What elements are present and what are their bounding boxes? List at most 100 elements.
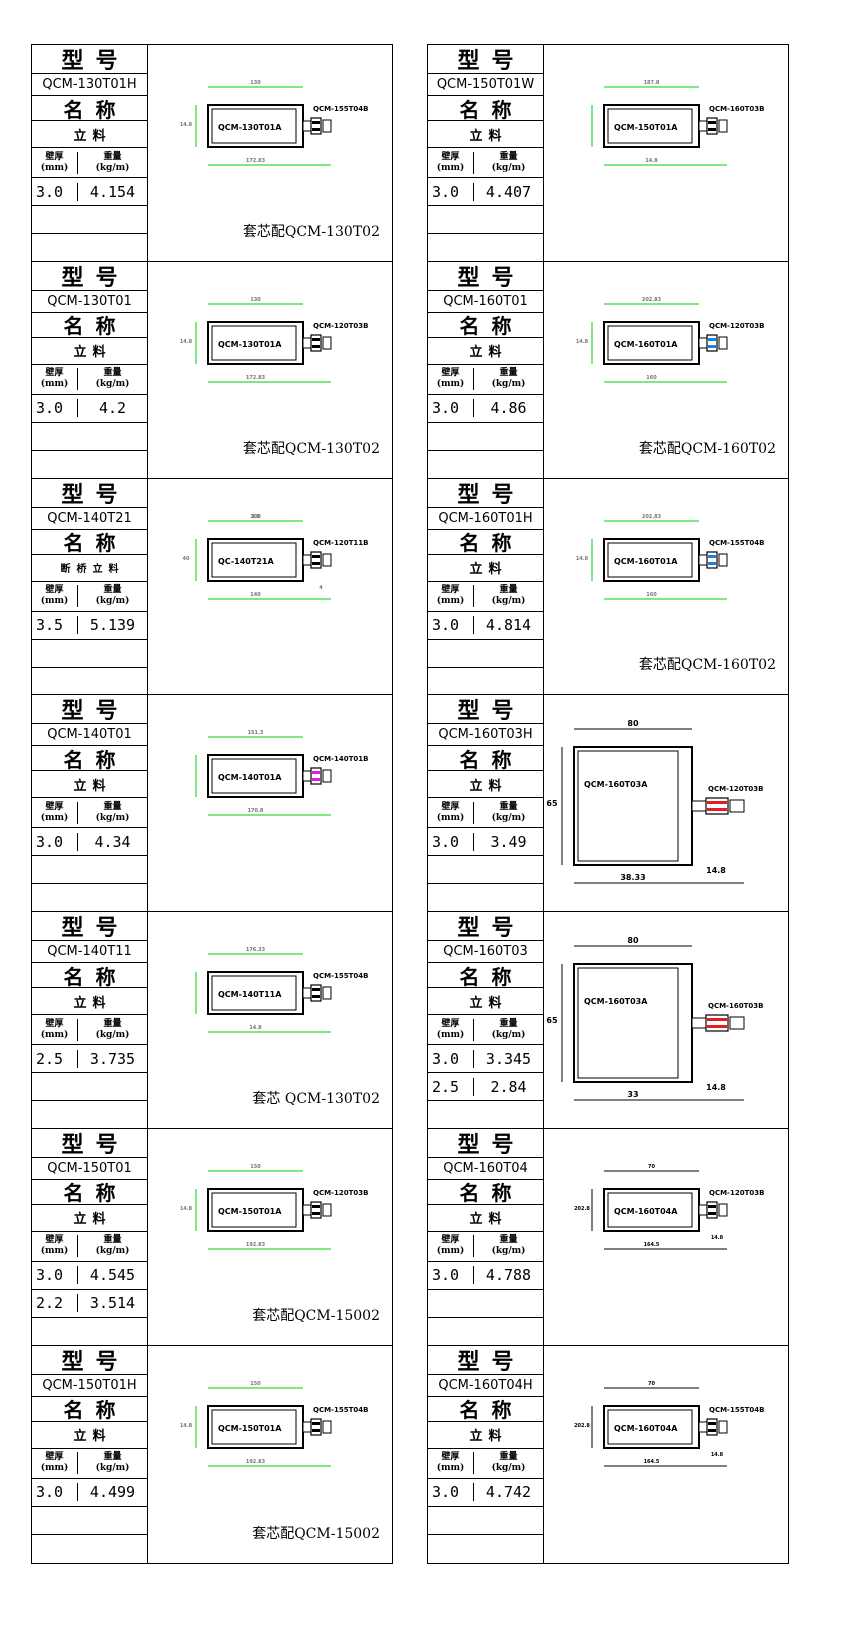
- name-heading: 名称: [428, 313, 543, 338]
- insert-strip-top: [707, 1018, 727, 1022]
- insert-part-label: QCM-155T04B: [709, 539, 764, 547]
- weight-label: 重量: [499, 151, 518, 162]
- model-heading: 型号: [32, 45, 147, 74]
- insert-box: [322, 553, 332, 567]
- model-number: QCM-150T01: [32, 1158, 147, 1180]
- blank-row: [32, 1535, 147, 1562]
- insert-strip-top: [708, 1421, 716, 1425]
- insert-box: [322, 336, 332, 350]
- insert-strip-top: [708, 337, 716, 341]
- blank-row: [428, 856, 543, 885]
- dimension-label: 65: [546, 799, 558, 808]
- weight-value: 4.545: [89, 1266, 136, 1285]
- model-heading: 型号: [428, 1346, 543, 1375]
- insert-body: [310, 334, 322, 352]
- wall-thickness-value: 3.0: [32, 399, 78, 418]
- wall-thickness-header: 壁厚 (mm): [428, 1018, 474, 1041]
- blank-row: [428, 1318, 543, 1345]
- weight-unit: (kg/m): [491, 1246, 526, 1257]
- model-heading: 型号: [32, 695, 147, 725]
- weight-unit: (kg/m): [95, 162, 130, 173]
- weight-header: 重量 (kg/m): [474, 1235, 543, 1257]
- profile-name: 立料: [32, 121, 147, 148]
- model-heading: 型号: [32, 262, 147, 291]
- wall-thickness-value: 3.0: [428, 399, 474, 418]
- weight-unit: (kg/m): [95, 596, 130, 607]
- name-heading: 名称: [428, 746, 543, 772]
- connector-stub: [302, 554, 312, 566]
- wall-thickness-unit: (mm): [436, 1246, 465, 1257]
- dimension-label: 4: [319, 585, 323, 591]
- blank-row: [32, 1318, 147, 1345]
- main-part-label: QCM-160T04A: [614, 1207, 678, 1216]
- wall-thickness-value: 2.2: [32, 1294, 78, 1313]
- model-number: QCM-140T11: [32, 941, 147, 964]
- profile-entry: 型号 QCM-160T04 名称 立料 壁厚 (mm) 重量 (kg/m) 3.…: [428, 1128, 788, 1346]
- weight-label: 重量: [499, 368, 518, 379]
- insert-box: [718, 1420, 728, 1434]
- blank-row: [428, 1290, 543, 1318]
- model-heading: 型号: [428, 1129, 543, 1158]
- weight-unit: (kg/m): [95, 1463, 130, 1474]
- core-insert-caption: 套芯配QCM-130T02: [242, 223, 380, 240]
- wall-thickness-label: 壁厚: [45, 1452, 64, 1463]
- wall-thickness-value: 3.0: [428, 616, 474, 635]
- blank-row: [428, 1507, 543, 1536]
- insert-strip-bottom: [708, 1211, 716, 1215]
- units-header: 壁厚 (mm) 重量 (kg/m): [428, 582, 543, 612]
- insert-strip-bottom: [708, 344, 716, 348]
- units-header: 壁厚 (mm) 重量 (kg/m): [32, 1015, 147, 1046]
- weight-header: 重量 (kg/m): [78, 152, 147, 174]
- dimension-label: 202.8: [574, 1206, 590, 1212]
- profile-inner-cavity: [211, 325, 297, 361]
- insert-part-label: QCM-155T04B: [709, 1406, 764, 1414]
- weight-unit: (kg/m): [95, 812, 130, 823]
- insert-part-label: QCM-120T03B: [313, 1189, 368, 1197]
- model-number: QCM-160T04H: [428, 1375, 543, 1397]
- model-heading: 型号: [32, 479, 147, 508]
- name-heading: 名称: [32, 1180, 147, 1205]
- connector-stub: [698, 337, 708, 349]
- profile-inner-cavity: [211, 758, 297, 794]
- dimension-label: 14.8: [180, 1206, 193, 1212]
- weight-header: 重量 (kg/m): [474, 1019, 543, 1041]
- wall-thickness-header: 壁厚 (mm): [428, 1452, 474, 1475]
- blank-row: [428, 451, 543, 478]
- dimension-label: 70: [648, 1164, 655, 1170]
- dimension-label: 80: [627, 936, 639, 945]
- weight-header: 重量 (kg/m): [78, 585, 147, 607]
- dimension-label: 164.5: [644, 1242, 660, 1248]
- dimension-label: 192.83: [246, 1242, 266, 1248]
- profile-inner-cavity: [607, 1409, 693, 1445]
- name-heading: 名称: [32, 746, 147, 772]
- insert-box: [322, 1420, 332, 1434]
- dimension-label: 14.8: [576, 339, 589, 345]
- weight-value: 4.407: [485, 182, 532, 201]
- wall-thickness-value: 2.5: [428, 1077, 474, 1096]
- weight-value: 3.345: [485, 1049, 532, 1068]
- wall-thickness-unit: (mm): [40, 379, 69, 390]
- profile-name: 立料: [428, 338, 543, 365]
- weight-label: 重量: [499, 1018, 518, 1029]
- wall-thickness-header: 壁厚 (mm): [428, 368, 474, 391]
- model-heading: 型号: [32, 1346, 147, 1375]
- wall-thickness-unit: (mm): [40, 812, 69, 823]
- dimension-label: 3.5: [251, 514, 260, 520]
- wall-thickness-value: 3.0: [428, 1483, 474, 1502]
- weight-header: 重量 (kg/m): [474, 802, 543, 824]
- units-header: 壁厚 (mm) 重量 (kg/m): [32, 1232, 147, 1262]
- units-header: 壁厚 (mm) 重量 (kg/m): [428, 798, 543, 829]
- model-number: QCM-160T03: [428, 941, 543, 964]
- blank-row: [32, 640, 147, 668]
- profile-entry: 型号 QCM-140T11 名称 立料 壁厚 (mm) 重量 (kg/m) 2.…: [32, 912, 392, 1129]
